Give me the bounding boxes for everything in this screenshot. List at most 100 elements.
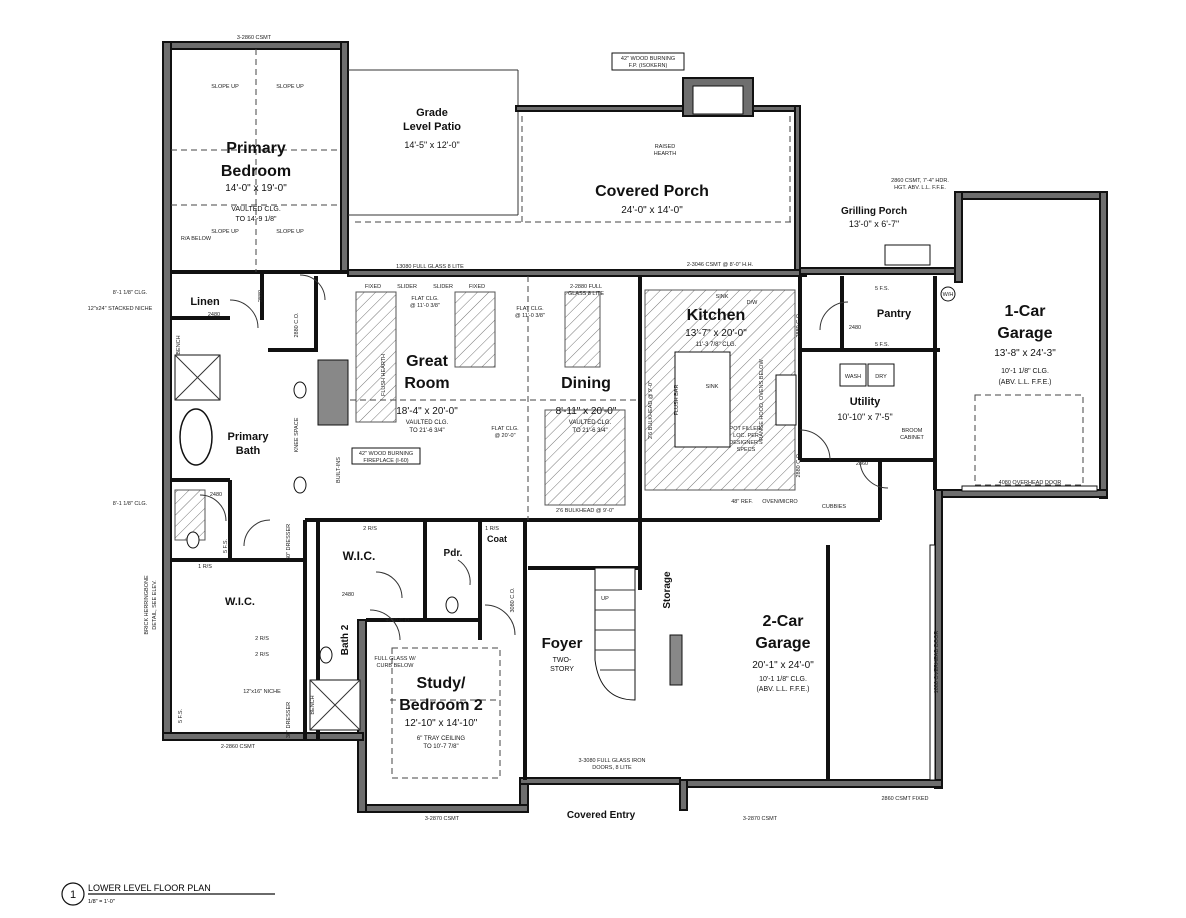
note-text: 3-2870 CSMT	[743, 816, 778, 822]
fixtures	[174, 244, 1098, 781]
note-text: 2880 C.O.	[796, 452, 802, 478]
great-room-note: TO 21'-6 3/4"	[409, 428, 444, 434]
coat-name: Coat	[487, 534, 507, 544]
note-text: 48" REF.	[731, 499, 753, 505]
note-text: 8'-1 1/8" CLG.	[113, 501, 148, 507]
note-text: 1 R/S	[485, 526, 499, 532]
door-swings	[199, 274, 889, 641]
note-text: 42" WOOD BURNING	[621, 56, 675, 62]
note-text: @ 11'-0 3/8"	[515, 313, 545, 319]
note-text: HEARTH	[654, 151, 677, 157]
garage2-name: 2-Car	[763, 613, 804, 630]
note-text: BRICK HERRINGBONE	[144, 575, 150, 635]
plan-number: 1	[70, 889, 76, 901]
note-text: 2880	[258, 290, 264, 302]
note-text: 2-2860 CSMT	[221, 744, 256, 750]
dining-note: VAULTED CLG.	[569, 420, 612, 426]
note-text: 4080 C.O.	[385, 618, 411, 624]
pantry-name: Pantry	[877, 308, 912, 320]
note-text: 3-2870 CSMT	[425, 816, 460, 822]
wic1-name: W.I.C.	[225, 596, 255, 608]
patio-dims: 14'-5" x 12'-0"	[404, 140, 459, 150]
note-text: 5 F.S.	[875, 286, 890, 292]
primary-bedroom-name: Primary	[226, 140, 286, 157]
overhead-door-2	[929, 544, 936, 781]
drawing-notes: 42" WOOD BURNING F.P. (ISOKERN) RAISED H…	[88, 35, 1062, 822]
plan-scale: 1/8" = 1'-0"	[88, 899, 115, 905]
covered-porch-name: Covered Porch	[595, 183, 709, 200]
patio-name: Level Patio	[403, 121, 461, 133]
note-text: 5 F.S.	[875, 342, 890, 348]
washer	[839, 363, 867, 387]
plan-number-circle	[61, 882, 85, 906]
note-text: 2480	[210, 492, 222, 498]
note-text: BUILT-INS	[336, 457, 342, 483]
dining-note: TO 21'-6 3/4"	[572, 428, 607, 434]
note-text: @ 20'-0"	[494, 433, 515, 439]
note-text: 4080 OVERHEAD DOOR	[999, 480, 1062, 486]
note-text: UP	[601, 596, 609, 602]
tub	[179, 408, 213, 466]
title-block: 1 LOWER LEVEL FLOOR PLAN 1/8" = 1'-0"	[61, 882, 275, 906]
study-note: TO 10'-7 7/8"	[423, 744, 458, 750]
note-text: 2480	[849, 325, 861, 331]
water-heater-symbol	[940, 286, 956, 302]
interior-walls	[171, 270, 940, 780]
plan-title: LOWER LEVEL FLOOR PLAN	[88, 883, 211, 893]
foyer-name: Foyer	[542, 635, 583, 652]
note-text: POT FILLER,	[730, 426, 763, 432]
note-text: DRY	[875, 374, 887, 380]
garage2-note: 10'-1 1/8" CLG.	[759, 676, 807, 683]
note-text: SPECS	[737, 447, 756, 453]
note-text: 2860 CSMT FIXED	[882, 796, 929, 802]
toilet	[319, 646, 333, 664]
note-text: CABINET	[900, 435, 924, 441]
ceiling-marks	[171, 49, 1084, 779]
note-text: 30" DRESSER	[286, 702, 292, 738]
note-text: CURB BELOW	[377, 663, 415, 669]
note-text: SLOPE UP	[211, 229, 239, 235]
toilet	[445, 596, 459, 614]
powder-name: Pdr.	[444, 548, 463, 559]
note-text: 3080 C.O.	[510, 587, 516, 613]
garage1-name: 1-Car	[1005, 303, 1046, 320]
note-text: W/H	[943, 292, 954, 298]
primary-bath-name: Bath	[236, 445, 261, 457]
foyer-note: STORY	[550, 666, 574, 673]
garage1-name: Garage	[997, 325, 1052, 342]
room-labels: Primary Bedroom 14'-0" x 19'-0" VAULTED …	[190, 107, 1056, 821]
note-text: RANGE HOOD, OVENS BELOW	[759, 359, 765, 441]
primary-bedroom-note: TO 14'-9 1/8"	[235, 216, 277, 223]
note-text: 2-2880 FULL	[570, 284, 602, 290]
note-text: FLUSH HEARTH	[381, 354, 387, 396]
note-text: BENCH	[176, 335, 182, 354]
toilet	[186, 531, 200, 549]
note-text: SLOPE UP	[211, 84, 239, 90]
note-text: 13080 FULL GLASS 8 LITE	[396, 264, 464, 270]
fireplace-callout-box	[611, 52, 685, 71]
note-text: 8'-1 1/8" CLG.	[113, 290, 148, 296]
note-text: SLOPE UP	[276, 229, 304, 235]
utility-dims: 10'-10" x 7'-5"	[837, 412, 892, 422]
stairs	[594, 567, 636, 701]
note-text: 2-3046 CSMT @ 8'-0" H.H.	[687, 262, 754, 268]
note-text: FLAT CLG.	[516, 306, 544, 312]
dining-dims: 8'-11" x 20'-0"	[556, 406, 617, 417]
primary-bedroom-note: VAULTED CLG.	[231, 206, 281, 213]
sink-bowl	[293, 381, 307, 399]
fireplace-callout-box	[351, 447, 421, 465]
note-text: FULL GLASS W/	[374, 656, 416, 662]
garage2-note: (ABV. L.L. F.F.E.)	[756, 686, 809, 693]
fireplace	[317, 359, 349, 426]
note-text: R/A BELOW	[181, 236, 212, 242]
note-text: RAISED	[655, 144, 676, 150]
grilling-porch-name: Grilling Porch	[841, 206, 907, 217]
kitchen-note: 11'-3 7/8" CLG.	[696, 342, 737, 348]
note-text: @ 11'-0 3/8"	[410, 303, 440, 309]
storage-wall	[669, 634, 683, 686]
note-text: 2 R/S	[255, 636, 269, 642]
note-text: 2860	[856, 461, 868, 467]
note-text: SINK	[716, 294, 729, 300]
note-text: 2860 CSMT, 7'-4" HDR.	[891, 178, 949, 184]
